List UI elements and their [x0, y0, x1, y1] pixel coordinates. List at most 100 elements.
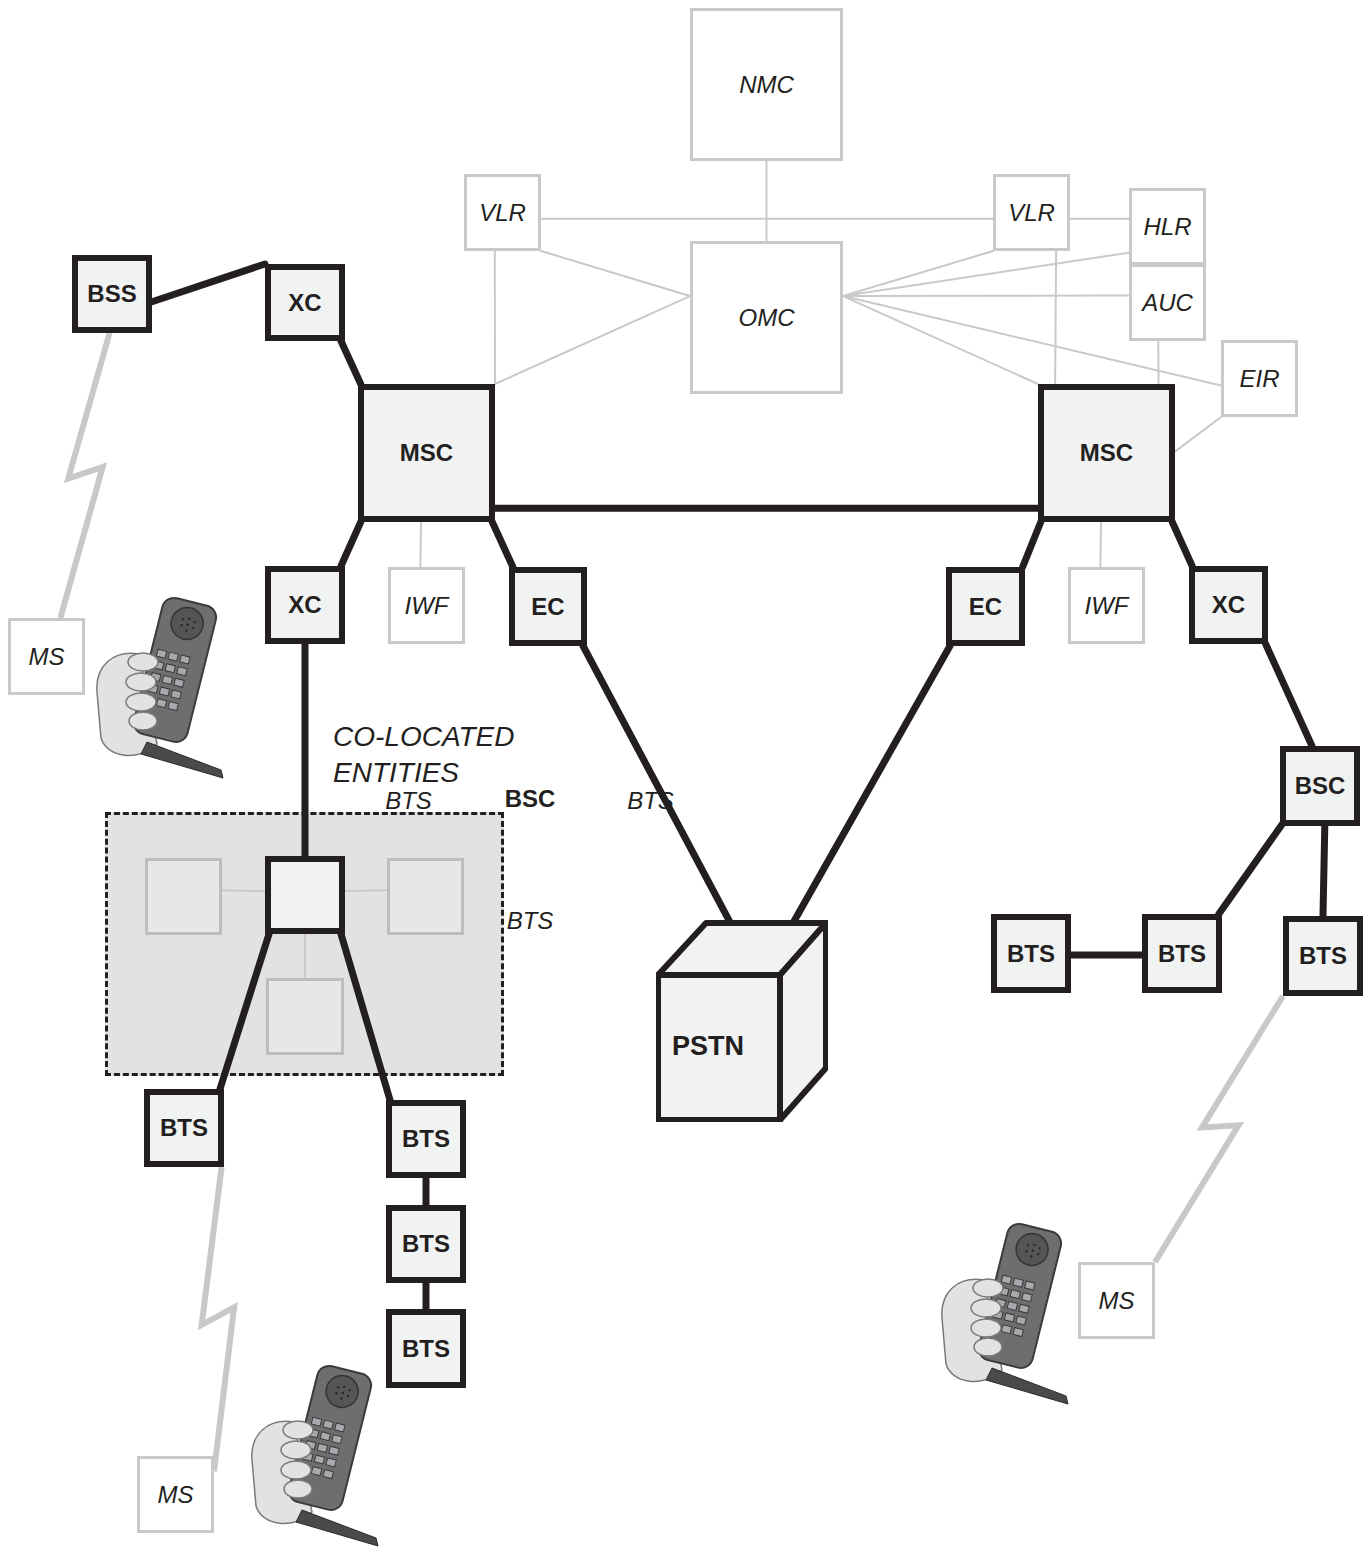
- signalling-link: [843, 295, 1129, 298]
- trunk-link: [423, 1283, 430, 1309]
- network-box: EIR: [1221, 340, 1298, 417]
- signalling-link: [541, 218, 993, 220]
- node-label: XC: [1212, 591, 1245, 619]
- signalling-link: [1099, 522, 1102, 567]
- trunk-link: [492, 522, 513, 567]
- network-box: MS: [1078, 1262, 1155, 1339]
- network-box: BTS: [991, 914, 1071, 993]
- network-box: HLR: [1129, 188, 1206, 265]
- phone-illustration: [942, 1221, 1068, 1404]
- network-box: XC: [265, 264, 345, 341]
- network-box: BSC: [265, 856, 345, 934]
- node-label: IWF: [1085, 592, 1129, 620]
- signalling-link: [1055, 251, 1056, 384]
- trunk-link: [341, 341, 361, 384]
- network-box: BTS: [1283, 916, 1363, 996]
- cube-face: [780, 923, 826, 1120]
- network-box: AUC: [1129, 264, 1206, 341]
- signalling-link: [843, 251, 993, 296]
- trunk-link: [1071, 952, 1142, 959]
- network-box: BTS: [386, 1205, 466, 1283]
- node-label: BSS: [87, 280, 136, 308]
- network-box: EC: [946, 567, 1025, 646]
- network-box: OMC: [690, 241, 843, 394]
- trunk-link: [495, 505, 1038, 512]
- trunk-link: [341, 522, 361, 566]
- trunk-link: [302, 644, 309, 856]
- node-label: BTS: [1007, 940, 1055, 968]
- network-box: BSC: [1280, 746, 1360, 826]
- network-box: VLR: [993, 174, 1070, 251]
- network-box: BTS: [386, 1100, 466, 1178]
- signalling-link: [843, 296, 1038, 384]
- network-box: BSS: [72, 255, 152, 333]
- node-label: MS: [1099, 1287, 1135, 1315]
- node-label: BTS: [507, 907, 554, 935]
- node-label: BTS: [385, 787, 432, 815]
- phone-illustration: [252, 1363, 378, 1546]
- node-label: MSC: [400, 439, 453, 467]
- network-box: BTS: [386, 1309, 466, 1388]
- node-label: OMC: [739, 304, 795, 332]
- node-label: EC: [531, 593, 564, 621]
- node-label: XC: [288, 289, 321, 317]
- phone-illustration: [97, 595, 223, 778]
- node-label: IWF: [405, 592, 449, 620]
- network-box: BTS: [1142, 914, 1222, 993]
- signalling-link: [766, 161, 768, 241]
- cube-face: [658, 975, 780, 1120]
- network-box: XC: [1189, 566, 1268, 644]
- network-box: BTS: [266, 978, 344, 1055]
- node-label: HLR: [1143, 213, 1191, 241]
- node-label: BTS: [402, 1335, 450, 1363]
- node-label: BSC: [1295, 772, 1346, 800]
- radio-link: [60, 333, 109, 618]
- trunk-link: [423, 1178, 430, 1205]
- trunk-link: [1266, 644, 1312, 746]
- signalling-link: [1070, 218, 1129, 220]
- network-box: XC: [265, 566, 345, 644]
- network-cube: PSTN: [656, 920, 828, 1122]
- node-label: BTS: [402, 1125, 450, 1153]
- network-box: BTS: [145, 858, 222, 935]
- trunk-link: [152, 264, 265, 302]
- signalling-link: [1175, 417, 1221, 452]
- node-label: NMC: [739, 71, 794, 99]
- network-box: NMC: [690, 8, 843, 161]
- trunk-link: [1219, 823, 1283, 914]
- signalling-link: [843, 253, 1129, 296]
- network-box: VLR: [464, 174, 541, 251]
- network-box: MS: [8, 618, 85, 695]
- node-label: MSC: [1080, 439, 1133, 467]
- trunk-link: [1023, 522, 1041, 567]
- node-label: AUC: [1142, 289, 1193, 317]
- network-box: BTS: [387, 858, 464, 935]
- node-label: PSTN: [672, 1031, 744, 1062]
- node-label: BTS: [402, 1230, 450, 1258]
- trunk-link: [1323, 826, 1325, 916]
- node-label: MS: [29, 643, 65, 671]
- node-label: BTS: [627, 787, 674, 815]
- signalling-link: [345, 889, 387, 892]
- signalling-link: [222, 889, 265, 892]
- signalling-link: [1157, 341, 1159, 384]
- signalling-link: [494, 251, 496, 384]
- trunk-link: [794, 646, 950, 922]
- trunk-link: [583, 646, 730, 922]
- network-box: IWF: [1068, 567, 1145, 644]
- node-label: EC: [969, 593, 1002, 621]
- node-label: BTS: [1299, 942, 1347, 970]
- trunk-link: [220, 934, 269, 1089]
- group-heading: CO-LOCATED ENTITIES: [333, 719, 548, 791]
- node-label: EIR: [1239, 365, 1279, 393]
- network-box: MSC: [358, 384, 495, 522]
- node-label: XC: [288, 591, 321, 619]
- radio-link: [202, 1167, 234, 1471]
- signalling-link: [495, 296, 690, 384]
- signalling-link: [304, 934, 306, 978]
- node-label: BTS: [1158, 940, 1206, 968]
- signalling-link: [419, 522, 422, 567]
- node-label: BSC: [505, 785, 556, 813]
- group-region: BTSBSCBTSBTSCO-LOCATED ENTITIES: [105, 812, 504, 1076]
